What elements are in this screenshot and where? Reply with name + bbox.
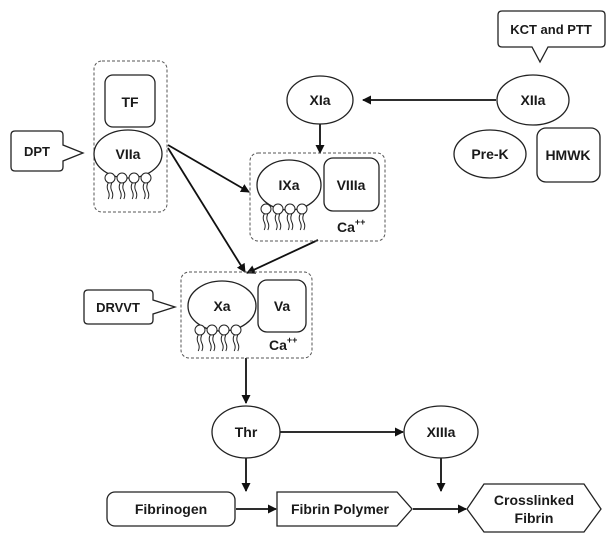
ixa-viiia-complex-border — [249, 152, 386, 242]
arrow-viia-to-ixa-complex — [167, 144, 250, 193]
thr-node — [211, 405, 281, 459]
crosslinked-label-line1: Crosslinked — [494, 492, 574, 508]
fibrinogen-node — [106, 491, 236, 527]
lipid-head — [194, 324, 206, 336]
xiiia-node — [403, 405, 479, 459]
xa-va-complex-border — [180, 271, 313, 359]
arrow-ixa-complex-to-xa-complex — [246, 239, 319, 274]
calcium-text-2: Ca — [269, 337, 287, 353]
drvvt-callout-shape — [83, 289, 178, 325]
lipid-head — [104, 172, 116, 184]
tf-viia-complex: TF VIIa — [93, 60, 168, 213]
dpt-callout: DPT — [10, 130, 85, 172]
crosslinked-label-line2: Fibrin — [515, 510, 554, 526]
viiia-label: VIIIa — [337, 177, 366, 193]
edges — [167, 95, 496, 514]
lipid-tail — [212, 334, 216, 352]
lipid-tail — [106, 182, 110, 200]
tf-node — [104, 74, 156, 128]
fibrin-polymer-label: Fibrin Polymer — [291, 501, 390, 517]
xia-node-group: XIa — [286, 75, 354, 125]
hmwk-node — [536, 127, 601, 183]
kct-ptt-callout-shape — [497, 10, 606, 64]
hmwk-label: HMWK — [545, 147, 590, 163]
lipid-tail — [130, 182, 134, 200]
xiiia-label: XIIIa — [427, 424, 456, 440]
lipid-head — [284, 203, 296, 215]
thr-label: Thr — [235, 424, 258, 440]
xiia-node — [496, 74, 570, 126]
tf-label: TF — [121, 94, 139, 110]
xiia-label: XIIa — [521, 92, 546, 108]
lipid-tail — [274, 213, 278, 231]
lipid-head — [218, 324, 230, 336]
lipid-tail — [298, 213, 302, 231]
lipid-tail — [266, 213, 270, 231]
dpt-callout-shape — [10, 130, 85, 172]
lipid-tail — [290, 213, 294, 231]
fibrin-row: Fibrinogen Fibrin Polymer Crosslinked Fi… — [106, 483, 602, 533]
lipid-tail — [200, 334, 204, 352]
kct-ptt-label: KCT and PTT — [510, 22, 592, 37]
lipid-tail — [236, 334, 240, 352]
xia-node — [286, 75, 354, 125]
crosslinked-fibrin-node — [466, 483, 602, 533]
lipid-head — [116, 172, 128, 184]
drvvt-callout: DRVVT — [83, 289, 178, 325]
fibrinogen-label: Fibrinogen — [135, 501, 207, 517]
contact-factors: XIIa Pre-K HMWK — [453, 74, 601, 183]
lipid-tail — [118, 182, 122, 200]
lipid-tail — [286, 213, 290, 231]
lipid-tail — [142, 182, 146, 200]
va-label: Va — [274, 298, 291, 314]
viia-node — [93, 129, 163, 179]
lipid-tail — [110, 182, 114, 200]
lipid-tail — [134, 182, 138, 200]
ixa-viiia-complex: IXa VIIIa Ca++ — [249, 152, 386, 242]
fibrin-polymer-node — [276, 491, 413, 527]
lipid-head — [272, 203, 284, 215]
viiia-node — [323, 157, 380, 212]
lipid-tail — [122, 182, 126, 200]
tf-viia-complex-border — [93, 60, 168, 213]
prek-node — [453, 129, 527, 179]
xa-label: Xa — [213, 298, 230, 314]
lipid-tail — [220, 334, 224, 352]
drvvt-label: DRVVT — [96, 300, 140, 315]
lipid-tail — [232, 334, 236, 352]
phospholipid-icon-2 — [260, 203, 308, 231]
phospholipid-icon-3 — [194, 324, 242, 352]
calcium-label-1: Ca++ — [337, 217, 365, 235]
ixa-label: IXa — [278, 177, 299, 193]
lipid-head — [128, 172, 140, 184]
lipid-head — [230, 324, 242, 336]
calcium-charge-2: ++ — [287, 335, 298, 345]
va-node — [257, 279, 307, 333]
lipid-tail — [196, 334, 200, 352]
lipid-head — [206, 324, 218, 336]
arrow-viia-to-xa-complex — [167, 147, 246, 273]
calcium-text-1: Ca — [337, 219, 355, 235]
phospholipid-icon-1 — [104, 172, 152, 200]
lipid-tail — [146, 182, 150, 200]
lipid-head — [260, 203, 272, 215]
lipid-tail — [208, 334, 212, 352]
xia-label: XIa — [309, 92, 330, 108]
xa-va-complex: Xa Va Ca++ — [180, 271, 313, 359]
dpt-label: DPT — [24, 144, 50, 159]
lipid-tail — [278, 213, 282, 231]
kct-ptt-callout: KCT and PTT — [497, 10, 606, 64]
lipid-tail — [262, 213, 266, 231]
lipid-head — [296, 203, 308, 215]
lipid-tail — [224, 334, 228, 352]
lipid-head — [140, 172, 152, 184]
calcium-label-2: Ca++ — [269, 335, 297, 353]
thrombin-group: Thr XIIIa — [211, 405, 479, 459]
lipid-tail — [302, 213, 306, 231]
viia-label: VIIa — [116, 146, 141, 162]
prek-label: Pre-K — [471, 146, 508, 162]
calcium-charge-1: ++ — [355, 217, 366, 227]
